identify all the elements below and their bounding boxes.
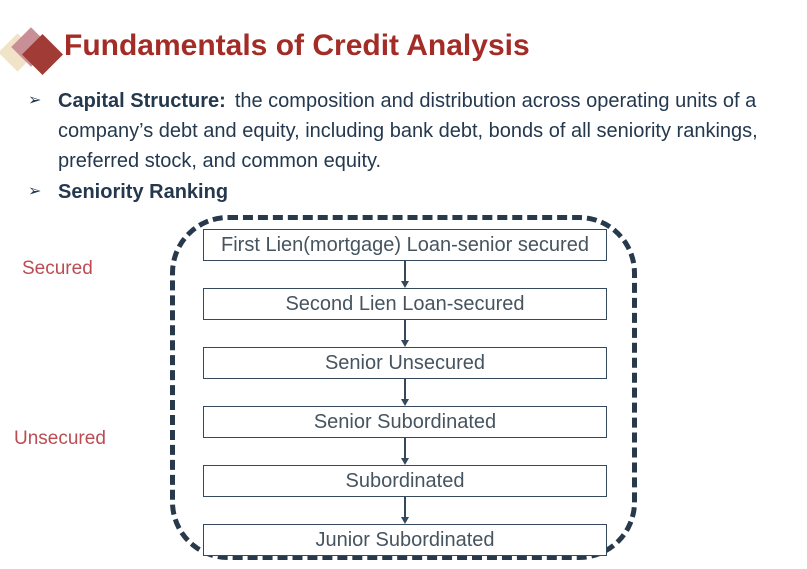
- seniority-box-junior-subordinated: Junior Subordinated: [203, 524, 607, 556]
- seniority-box-senior-subordinated: Senior Subordinated: [203, 406, 607, 438]
- bullet-body: Capital Structure:the composition and di…: [58, 86, 776, 176]
- seniority-box-second-lien: Second Lien Loan-secured: [203, 288, 607, 320]
- down-arrow-icon: [203, 379, 607, 406]
- bullet-text: the composition and distribution across …: [58, 90, 758, 172]
- diagram-dashed-border: [170, 215, 637, 560]
- side-label-secured: Secured: [22, 258, 93, 279]
- down-arrow-icon: [203, 261, 607, 288]
- down-arrow-icon: [203, 320, 607, 347]
- arrow-bullet-icon: ➢: [28, 183, 42, 200]
- seniority-box-first-lien: First Lien(mortgage) Loan-senior secured: [203, 229, 607, 261]
- down-arrow-icon: [203, 438, 607, 465]
- bullet-list: ➢ Capital Structure:the composition and …: [28, 86, 776, 207]
- seniority-box-subordinated: Subordinated: [203, 465, 607, 497]
- seniority-box-senior-unsecured: Senior Unsecured: [203, 347, 607, 379]
- bullet-label: Seniority Ranking: [58, 181, 229, 203]
- side-label-unsecured: Unsecured: [14, 428, 106, 449]
- seniority-diagram: First Lien(mortgage) Loan-senior secured…: [203, 229, 607, 556]
- bullet-label: Capital Structure:: [58, 90, 226, 112]
- page-title: Fundamentals of Credit Analysis: [64, 29, 530, 62]
- bullet-seniority-ranking: ➢ Seniority Ranking: [28, 177, 776, 207]
- down-arrow-icon: [203, 497, 607, 524]
- bullet-capital-structure: ➢ Capital Structure:the composition and …: [28, 86, 776, 176]
- diamonds-logo-icon: [0, 27, 72, 80]
- arrow-bullet-icon: ➢: [28, 92, 42, 109]
